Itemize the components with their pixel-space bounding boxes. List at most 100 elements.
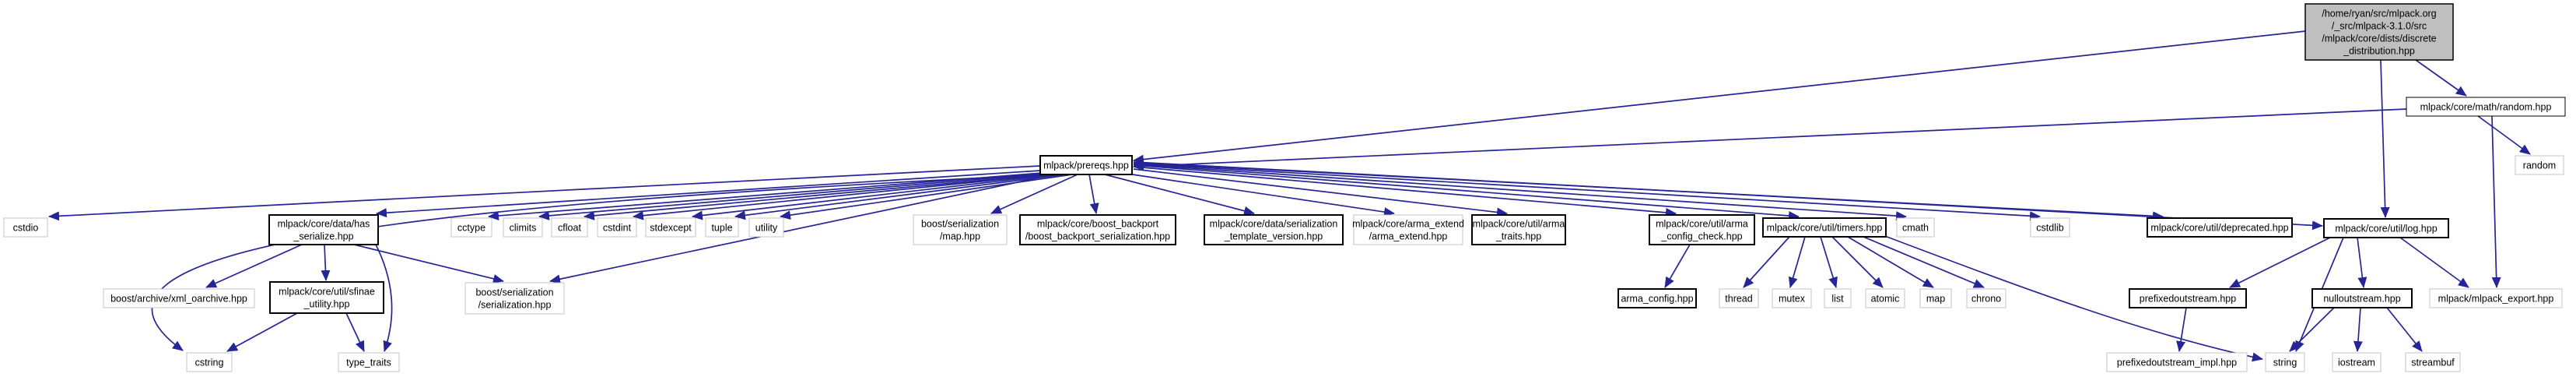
node-sfinae-utility[interactable]: mlpack/core/util/sfinae_utility.hpp <box>269 281 384 314</box>
edge-prereqs-cstdint <box>633 174 1051 220</box>
node-label-timers: mlpack/core/util/timers.hpp <box>1767 223 1883 234</box>
node-ser-tmpl-version[interactable]: mlpack/core/data/serialization_template_… <box>1204 214 1344 245</box>
node-box-map <box>1919 288 1952 308</box>
node-label-map: map <box>1926 294 1945 305</box>
node-label-arma-config: arma_config.hpp <box>1621 294 1693 305</box>
node-prefixedoutstream[interactable]: prefixedoutstream.hpp <box>2129 288 2247 308</box>
node-box-arma-config-check <box>1649 214 1755 245</box>
edge-nulloutstream-iostream <box>2353 307 2363 352</box>
node-label-nulloutstream: nulloutstream.hpp <box>2323 294 2400 305</box>
node-label-arma-extend: mlpack/core/arma_extend/arma_extend.hpp <box>1352 219 1464 242</box>
node-streambuf: streambuf <box>2405 352 2461 372</box>
edge-has-serialize-boost-serialization <box>353 244 504 284</box>
node-box-prefixedoutstream-impl <box>2106 352 2248 372</box>
node-box-chrono <box>1966 288 2006 308</box>
node-box-cctype <box>450 217 492 238</box>
node-label-streambuf: streambuf <box>2411 358 2455 368</box>
node-deprecated[interactable]: mlpack/core/util/deprecated.hpp <box>2147 217 2293 238</box>
node-math-random[interactable]: mlpack/core/math/random.hpp <box>2406 97 2566 117</box>
edge-has-serialize-sfinae-utility <box>321 244 331 281</box>
node-box-arma-traits <box>1471 214 1566 245</box>
node-label-log: mlpack/core/util/log.hpp <box>2335 224 2437 234</box>
node-label-cstring: cstring <box>195 358 224 368</box>
node-box-iostream <box>2332 352 2381 372</box>
node-box-mlpack-export <box>2429 288 2563 308</box>
node-boost-ser-map: boost/serialization/map.hpp <box>913 214 1008 245</box>
node-has-serialize[interactable]: mlpack/core/data/has_serialize.hpp <box>268 214 379 245</box>
node-tuple: tuple <box>705 217 739 238</box>
node-box-cmath <box>1896 217 1935 238</box>
edge-prereqs-stdexcept <box>692 174 1057 220</box>
node-arma-config-check[interactable]: mlpack/core/util/arma_config_check.hpp <box>1649 214 1755 245</box>
node-string: string <box>2265 352 2305 372</box>
edge-math-random-prereqs <box>1133 108 2407 171</box>
node-box-timers <box>1762 217 1887 238</box>
edge-log-prefixedoutstream <box>2229 237 2331 288</box>
node-box-deprecated <box>2147 217 2293 238</box>
node-box-type-traits <box>338 352 400 372</box>
edge-prereqs-timers <box>1133 164 1800 220</box>
node-boost-serialization: boost/serialization/serialization.hpp <box>464 282 565 315</box>
node-box-tuple <box>705 217 739 238</box>
edge-root-math-random <box>2415 59 2467 97</box>
node-label-atomic: atomic <box>1871 294 1900 305</box>
node-boost-backport[interactable]: mlpack/core/boost_backport/boost_backpor… <box>1019 214 1176 245</box>
node-label-boost-backport: mlpack/core/boost_backport/boost_backpor… <box>1025 219 1170 242</box>
node-box-thread <box>1719 288 1759 308</box>
node-arma-config[interactable]: arma_config.hpp <box>1617 288 1697 308</box>
node-label-cctype: cctype <box>457 223 485 234</box>
node-utility: utility <box>748 217 784 238</box>
edge-arma-config-check-arma-config <box>1664 244 1691 288</box>
node-cstring: cstring <box>186 352 233 372</box>
node-box-stdexcept <box>645 217 696 238</box>
node-label-list: list <box>1831 294 1844 305</box>
node-label-arma-traits: mlpack/core/util/arma_traits.hpp <box>1473 219 1565 242</box>
node-box-arma-extend <box>1353 214 1463 245</box>
node-root: /home/ryan/src/mlpack.org/_src/mlpack-3.… <box>2304 3 2454 61</box>
node-label-mlpack-export: mlpack/mlpack_export.hpp <box>2438 294 2554 305</box>
node-log[interactable]: mlpack/core/util/log.hpp <box>2323 218 2449 238</box>
edge-prereqs-arma-extend <box>1121 172 1395 217</box>
edge-prereqs-boost-backport <box>1088 174 1099 214</box>
edge-prereqs-arma-config-check <box>1133 166 1677 217</box>
edge-log-mlpack-export <box>2399 237 2469 288</box>
edge-prereqs-cstring <box>151 174 1050 351</box>
node-xml-oarchive: boost/archive/xml_oarchive.hpp <box>103 288 255 308</box>
node-box-log <box>2323 218 2449 238</box>
node-climits: climits <box>503 217 543 238</box>
node-cfloat: cfloat <box>551 217 588 238</box>
node-box-cstdio <box>3 217 48 238</box>
edge-prefixedoutstream-prefixedoutstream-impl <box>2176 307 2187 352</box>
edge-prereqs-cmath <box>1133 164 1907 221</box>
node-timers[interactable]: mlpack/core/util/timers.hpp <box>1762 217 1887 238</box>
node-arma-extend: mlpack/core/arma_extend/arma_extend.hpp <box>1352 214 1464 245</box>
node-box-cfloat <box>551 217 588 238</box>
edge-sfinae-utility-type-traits <box>345 312 365 352</box>
node-type-traits: type_traits <box>338 352 400 372</box>
edge-has-serialize-xml-oarchive <box>205 244 303 288</box>
node-prereqs[interactable]: mlpack/prereqs.hpp <box>1039 155 1133 175</box>
edge-prereqs-tuple <box>734 174 1065 220</box>
node-label-prereqs: mlpack/prereqs.hpp <box>1043 160 1129 171</box>
node-box-cstring <box>186 352 233 372</box>
edge-timers-map <box>1847 236 1934 288</box>
edge-timers-atomic <box>1831 236 1884 288</box>
node-box-math-random <box>2406 97 2566 117</box>
node-cstdio: cstdio <box>3 217 48 238</box>
node-box-has-serialize <box>268 214 379 245</box>
edge-timers-list <box>1820 236 1838 288</box>
edge-sfinae-utility-cstring <box>226 312 298 352</box>
node-box-sfinae-utility <box>269 281 384 314</box>
node-label-chrono: chrono <box>1971 294 2001 305</box>
node-atomic: atomic <box>1865 288 1905 308</box>
node-nulloutstream[interactable]: nulloutstream.hpp <box>2311 288 2413 308</box>
node-mutex: mutex <box>1772 288 1812 308</box>
node-box-prereqs <box>1039 155 1133 175</box>
node-label-prefixedoutstream-impl: prefixedoutstream_impl.hpp <box>2117 358 2237 368</box>
node-arma-traits[interactable]: mlpack/core/util/arma_traits.hpp <box>1471 214 1566 245</box>
node-label-tuple: tuple <box>711 223 732 234</box>
node-label-arma-config-check: mlpack/core/util/arma_config_check.hpp <box>1656 219 1748 242</box>
node-box-streambuf <box>2405 352 2461 372</box>
edge-prereqs-boost-serialization <box>549 174 1055 284</box>
